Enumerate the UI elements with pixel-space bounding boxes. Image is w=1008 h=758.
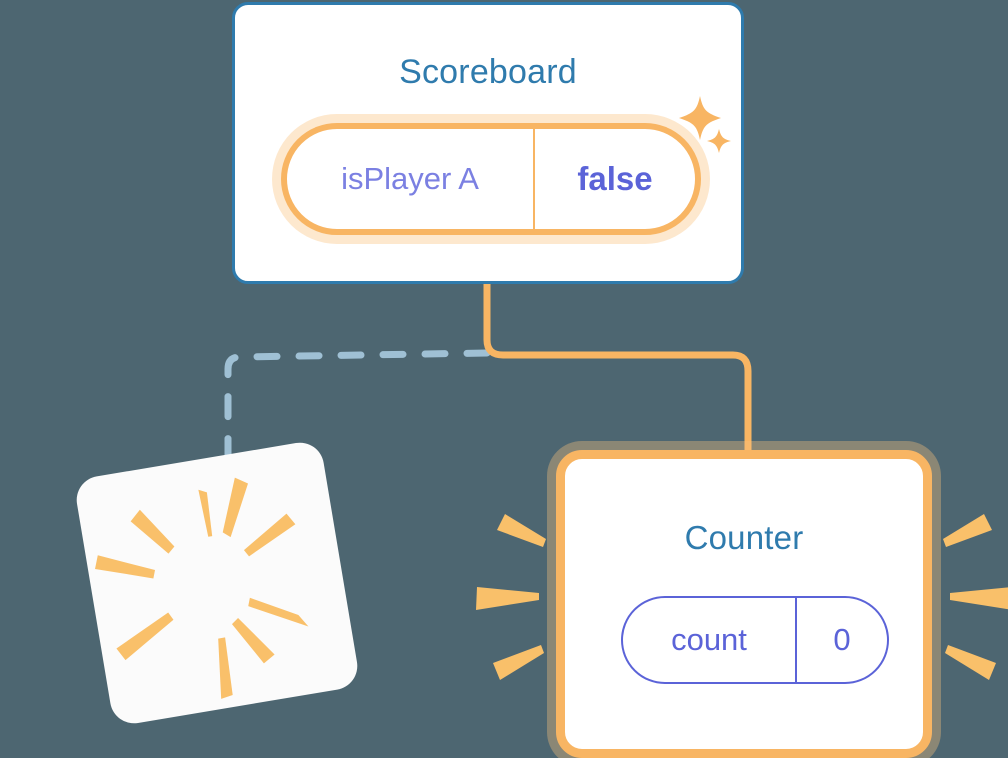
burst-ray (243, 513, 296, 557)
scoreboard-card[interactable]: Scoreboard isPlayer A false (232, 2, 744, 284)
scoreboard-state-pill[interactable]: isPlayer A false (281, 123, 701, 235)
sparkle-small-icon (707, 129, 731, 153)
counter-state-pill[interactable]: count 0 (621, 596, 889, 684)
counter-title: Counter (684, 519, 804, 556)
burst-ray (218, 637, 233, 699)
counter-state-value: 0 (833, 622, 851, 657)
blank-card[interactable] (73, 439, 361, 727)
burst-ray (116, 612, 174, 661)
burst-ray (248, 597, 309, 627)
burst-ray (95, 555, 156, 579)
scoreboard-state-key: isPlayer A (287, 129, 535, 229)
burst-ray (222, 477, 249, 538)
counter-burst-ray-left (476, 587, 539, 610)
dashed-connector-to-blank-card (224, 349, 491, 482)
scoreboard-title: Scoreboard (399, 53, 577, 91)
counter-burst-ray-right (950, 587, 1008, 610)
counter-burst-ray-right (943, 514, 992, 547)
counter-burst-ray-left (497, 514, 546, 547)
counter-burst-ray-left (493, 645, 544, 680)
scoreboard-state-value: false (577, 160, 653, 197)
solid-connector-to-counter (483, 279, 752, 466)
counter-burst-ray-right (945, 645, 996, 680)
burst-ray (231, 618, 275, 664)
counter-card[interactable]: Counter count 0 (556, 450, 932, 758)
sparkle-large-icon (679, 96, 721, 140)
counter-state-key: count (623, 598, 797, 682)
burst-ray (198, 489, 213, 537)
burst-ray (130, 509, 175, 554)
blank-card-burst-icon (95, 477, 309, 699)
